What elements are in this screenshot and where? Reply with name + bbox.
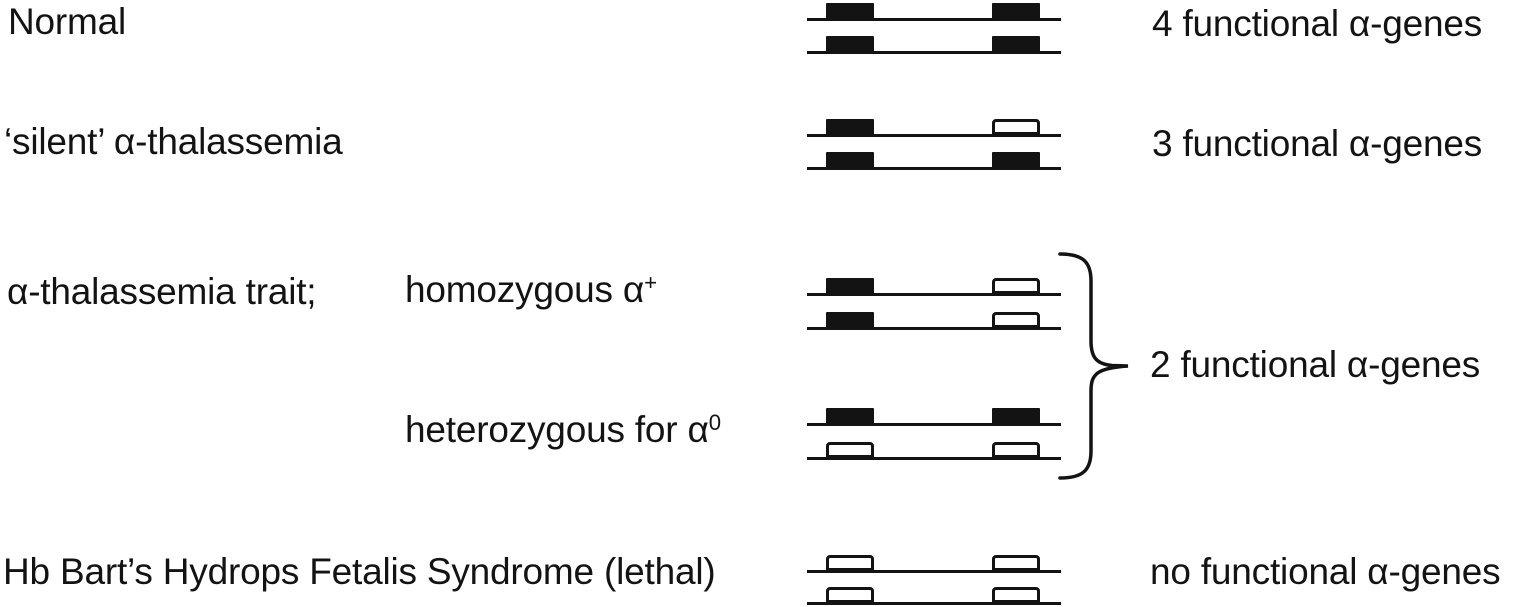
chromosome — [807, 408, 1061, 426]
gene-box-functional — [826, 3, 874, 19]
gene-box-functional — [992, 36, 1040, 52]
gene-box-functional — [826, 312, 874, 328]
gene-box-deleted — [992, 555, 1040, 571]
label-normal: Normal — [8, 1, 127, 42]
gene-box-deleted — [992, 442, 1040, 458]
chromosome — [807, 312, 1061, 330]
chromosome — [807, 3, 1061, 21]
grouping-brace — [1058, 252, 1129, 480]
gene-box-functional — [826, 278, 874, 294]
label-silent-alpha-thalassemia: ‘silent’ α-thalassemia — [4, 121, 343, 162]
gene-box-functional — [826, 408, 874, 424]
gene-box-functional — [992, 3, 1040, 19]
chromosome — [807, 278, 1061, 296]
label-homozygous-base: homozygous α — [405, 269, 645, 310]
label-homozygous-alpha-plus: homozygous α+ — [405, 269, 658, 311]
gene-box-functional — [992, 152, 1040, 168]
label-heterozygous-alpha-zero: heterozygous for α0 — [405, 409, 722, 451]
gene-box-functional — [992, 408, 1040, 424]
gene-box-functional — [826, 152, 874, 168]
label-heterozygous-superscript: 0 — [708, 410, 722, 436]
gene-box-deleted — [826, 555, 874, 571]
gene-box-functional — [826, 119, 874, 135]
label-alpha-thalassemia-trait: α-thalassemia trait; — [7, 271, 317, 312]
label-heterozygous-base: heterozygous for α — [405, 409, 709, 450]
chromosome — [807, 442, 1061, 460]
label-4-functional-genes: 4 functional α-genes — [1152, 3, 1483, 44]
label-2-functional-genes: 2 functional α-genes — [1150, 344, 1481, 385]
label-3-functional-genes: 3 functional α-genes — [1152, 123, 1483, 164]
chromosome — [807, 152, 1061, 170]
gene-box-functional — [826, 36, 874, 52]
chromosome — [807, 36, 1061, 54]
label-homozygous-superscript: + — [644, 270, 658, 296]
label-hb-barts-hydrops-fetalis: Hb Bart’s Hydrops Fetalis Syndrome (leth… — [3, 551, 716, 592]
gene-box-deleted — [992, 278, 1040, 294]
label-no-functional-genes: no functional α-genes — [1150, 551, 1501, 592]
gene-box-deleted — [992, 312, 1040, 328]
gene-box-deleted — [826, 442, 874, 458]
chromosome — [807, 119, 1061, 137]
gene-box-deleted — [992, 119, 1040, 135]
gene-box-deleted — [826, 587, 874, 603]
chromosome — [807, 587, 1061, 605]
gene-box-deleted — [992, 587, 1040, 603]
chromosome — [807, 555, 1061, 573]
